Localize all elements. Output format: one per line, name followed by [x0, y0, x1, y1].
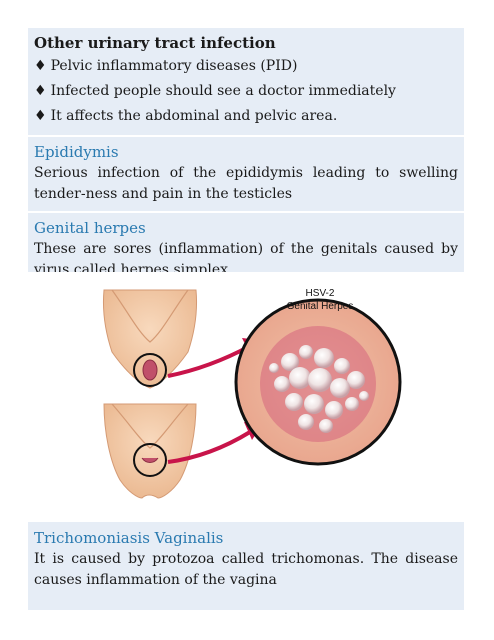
- epididymis-heading: Epididymis: [34, 143, 119, 161]
- bullet-item: ♦Pelvic inflammatory diseases (PID): [34, 58, 298, 74]
- diamond-bullet-icon: ♦: [34, 108, 47, 124]
- magnified-herpes-circle: [234, 298, 402, 466]
- figure-label-line1: HSV-2: [306, 288, 335, 299]
- herpes-figure-svg: HSV-2 Genital Herpes: [103, 288, 402, 499]
- female-pelvis-figure: [103, 403, 197, 499]
- diamond-bullet-icon: ♦: [34, 83, 47, 99]
- herpes-illustration: HSV-2 Genital Herpes: [28, 272, 464, 522]
- trichomoniasis-text: It is caused by protozoa called trichomo…: [34, 551, 458, 588]
- other-uti-title: Other urinary tract infection: [34, 34, 276, 52]
- genital-herpes-heading: Genital herpes: [34, 219, 146, 237]
- bullet-item: ♦Infected people should see a doctor imm…: [34, 83, 396, 99]
- figure-label-line2: Genital Herpes: [287, 301, 354, 312]
- trichomoniasis-heading: Trichomoniasis Vaginalis: [34, 529, 224, 547]
- trichomoniasis-section: Trichomoniasis Vaginalis It is caused by…: [28, 522, 464, 610]
- epididymis-text: Serious infection of the epididymis lead…: [34, 165, 458, 202]
- bullet-item: ♦It affects the abdominal and pelvic are…: [34, 108, 338, 124]
- epididymis-section: Epididymis Serious infection of the epid…: [28, 137, 464, 213]
- diamond-bullet-icon: ♦: [34, 58, 47, 74]
- male-pelvis-figure: [103, 289, 197, 389]
- other-uti-section: Other urinary tract infection ♦Pelvic in…: [28, 28, 464, 137]
